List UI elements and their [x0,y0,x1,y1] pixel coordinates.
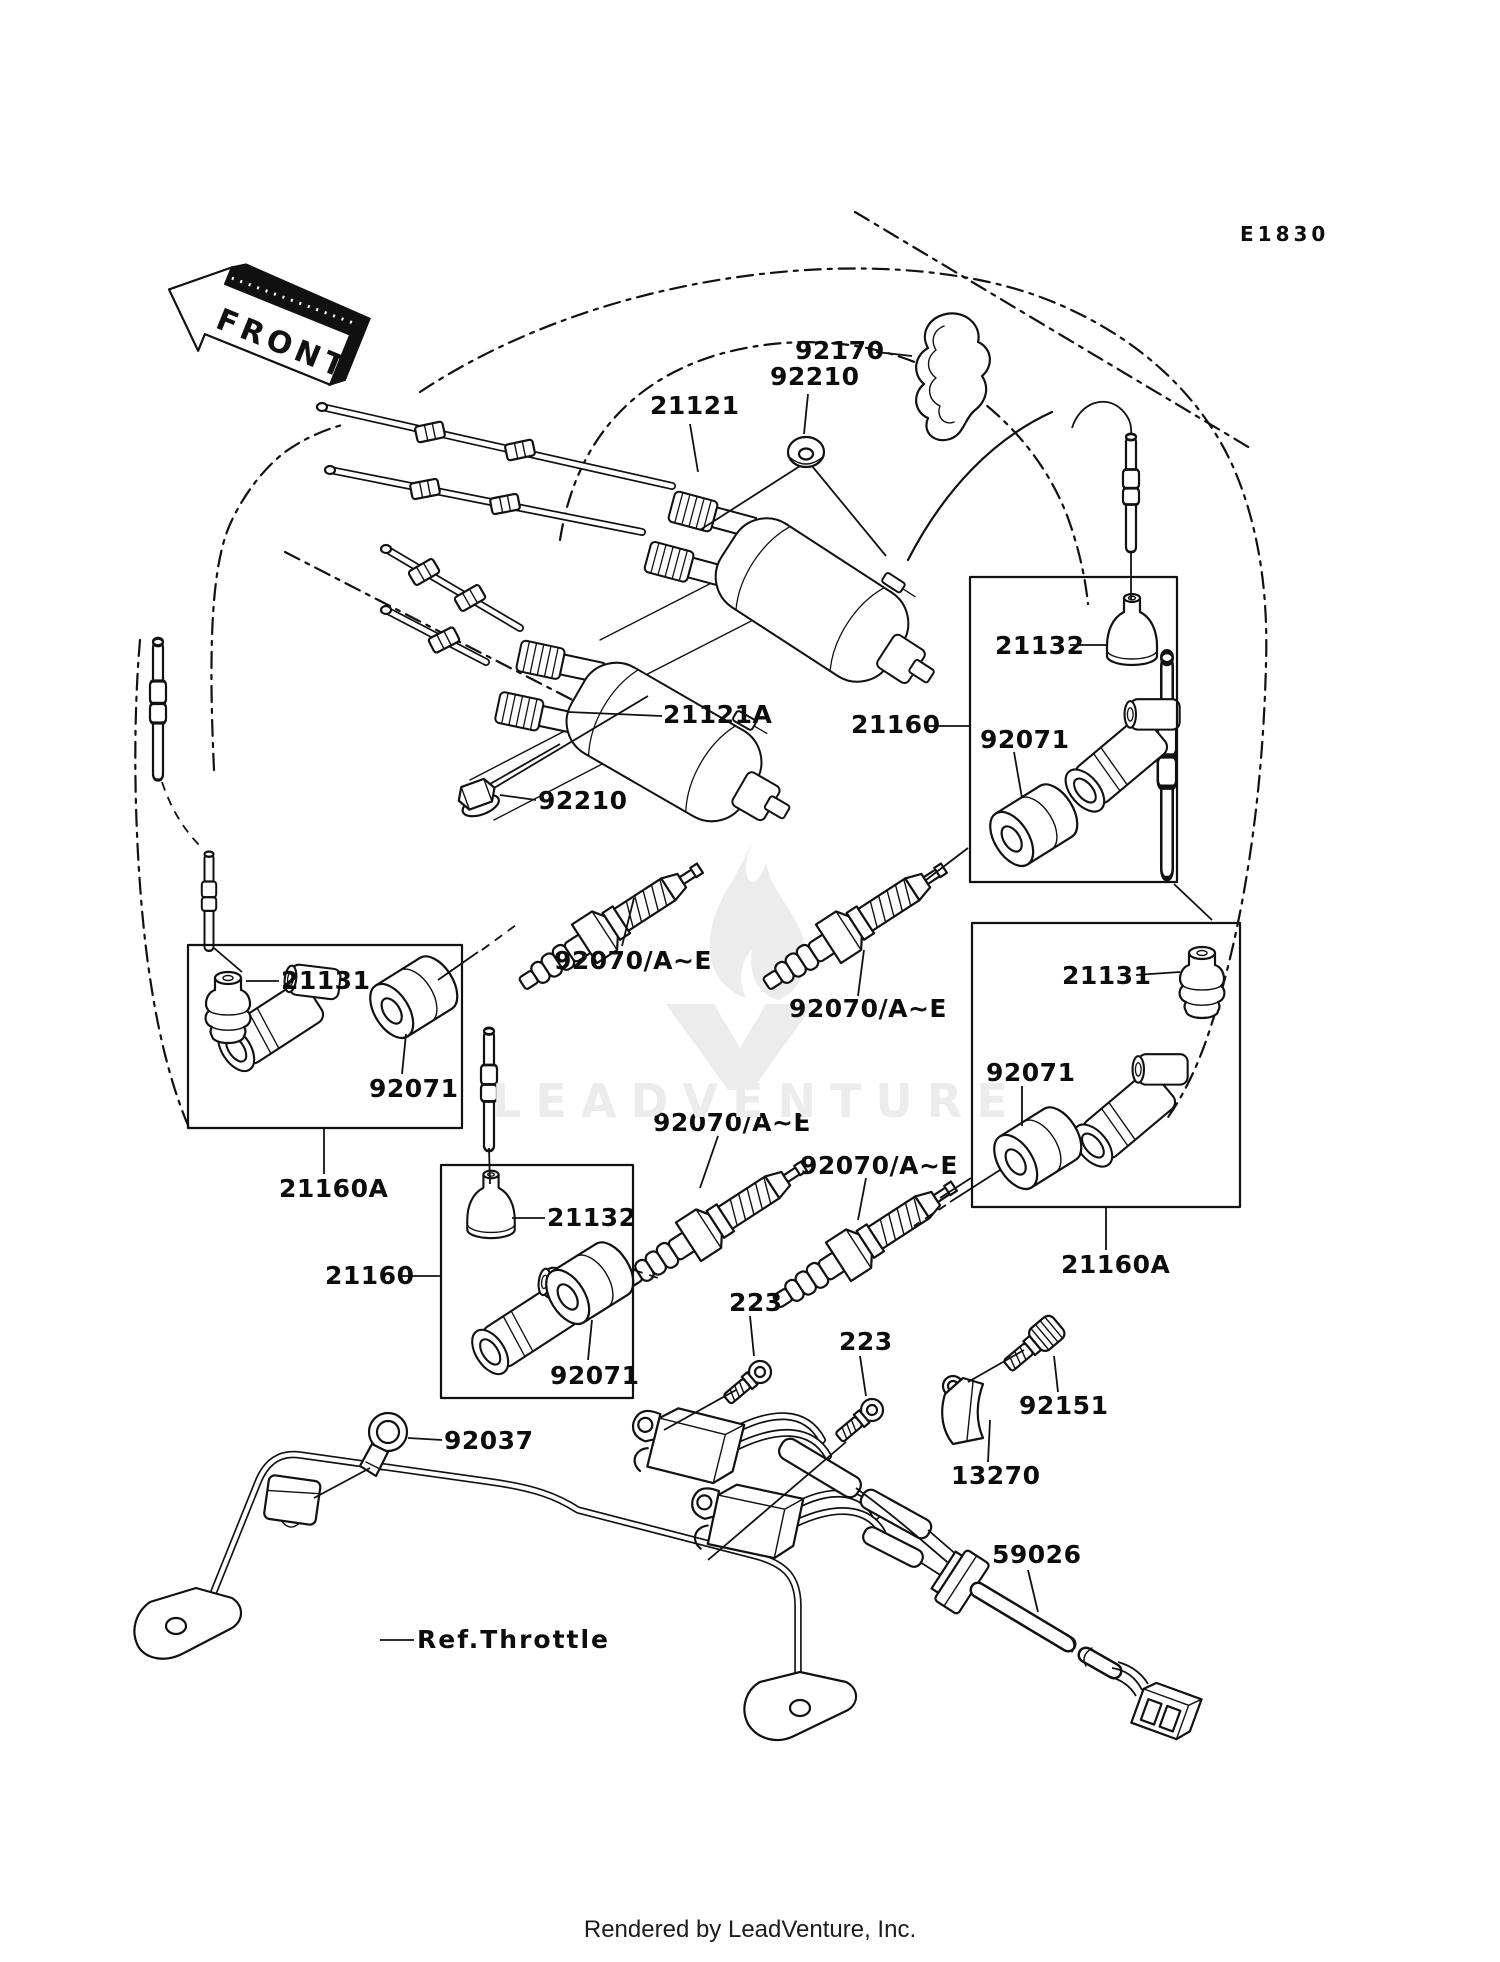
part-label-92151: 92151 [1019,1391,1109,1420]
part-label-92210-a: 92210 [770,362,860,391]
clamp-92037 [358,1411,409,1478]
part-label-21160A-a: 21160A [279,1174,389,1203]
part-label-21121: 21121 [650,391,740,420]
part-label-21131-a: 21131 [281,966,371,995]
plate-13270 [941,1374,985,1446]
part-label-21132-a: 21132 [995,631,1085,660]
screw-92151 [997,1311,1069,1378]
part-label-92070-3: 92070/A~E [653,1108,811,1137]
part-label-223-b: 223 [839,1327,893,1356]
part-label-92170: 92170 [795,336,885,365]
footer-credit: Rendered by LeadVenture, Inc. [583,1916,917,1943]
clamp-92170 [915,312,991,442]
spark-plug-3 [612,1146,818,1303]
spark-plug-4 [762,1166,968,1323]
leadventure-watermark-text: LEADVENTURE [492,1074,1022,1128]
part-label-92071-b: 92071 [369,1074,459,1103]
leader-lines [213,351,1213,1641]
screw-223-b [830,1393,889,1448]
chassis-outline [134,210,1268,1132]
screw-223-a [718,1355,777,1410]
part-label-21121A: 21121A [663,700,773,729]
part-label-92071-a: 92071 [980,725,1070,754]
ignition-coil-21121 [628,450,967,735]
ignition-coil-21121A [478,598,820,873]
part-label-59026: 59026 [992,1540,1082,1569]
grommet-92210 [786,435,826,469]
part-label-92071-c: 92071 [986,1058,1076,1087]
bolt-92210 [457,777,500,818]
part-label-92070-4: 92070/A~E [800,1151,958,1180]
part-label-21160A-b: 21160A [1061,1250,1171,1279]
spark-plug-leads [315,401,676,666]
part-label-21131-b: 21131 [1062,961,1152,990]
part-label-92071-d: 92071 [550,1361,640,1390]
throttle-bracket [133,1450,858,1742]
front-direction-arrow: FRONT [167,263,371,387]
part-label-21160-a: 21160 [851,710,941,739]
leadventure-watermark-logo [666,842,814,1090]
part-label-92070-1: 92070/A~E [554,946,712,975]
pickup-harness-59026 [621,1397,1203,1744]
part-label-ref-throttle: Ref.Throttle [417,1625,610,1654]
part-label-223-a: 223 [729,1288,783,1317]
part-label-21132-b: 21132 [547,1203,637,1232]
part-label-92037: 92037 [444,1426,534,1455]
diagram-code: E1830 [1240,222,1330,246]
part-label-92070-2: 92070/A~E [789,994,947,1023]
part-label-21160-b: 21160 [325,1261,415,1290]
spark-plug-1 [508,848,714,1005]
part-label-92210-b: 92210 [538,786,628,815]
part-label-13270: 13270 [951,1461,1041,1490]
